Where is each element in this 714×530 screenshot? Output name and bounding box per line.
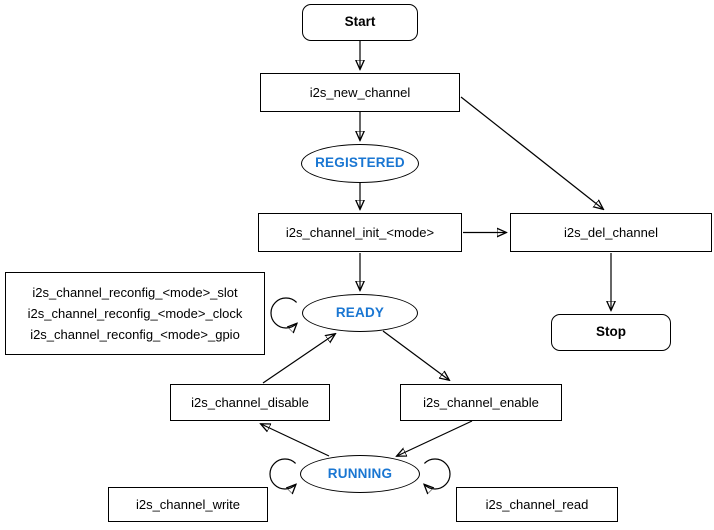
node-state-registered: REGISTERED <box>301 144 419 183</box>
edge-channel-disable-to-ready <box>262 334 335 384</box>
node-stop: Stop <box>551 314 671 351</box>
reconfig-clock-label: i2s_channel_reconfig_<mode>_clock <box>27 305 243 321</box>
node-state-running: RUNNING <box>300 455 420 493</box>
edge-ready-to-channel-enable <box>382 330 449 380</box>
edge-new-channel-to-del-channel <box>460 96 603 209</box>
reconfig-slot-label: i2s_channel_reconfig_<mode>_slot <box>32 284 238 300</box>
node-i2s-channel-write: i2s_channel_write <box>108 487 268 522</box>
node-state-ready: READY <box>302 294 418 332</box>
edge-channel-enable-to-running <box>397 420 473 456</box>
node-i2s-del-channel: i2s_del_channel <box>510 213 712 252</box>
loop-running-read <box>424 458 451 489</box>
node-i2s-channel-enable: i2s_channel_enable <box>400 384 562 421</box>
loop-running-write <box>269 458 296 489</box>
node-i2s-new-channel: i2s_new_channel <box>260 73 460 112</box>
node-i2s-channel-reconfig: i2s_channel_reconfig_<mode>_slot i2s_cha… <box>5 272 265 355</box>
node-i2s-channel-disable: i2s_channel_disable <box>170 384 330 421</box>
reconfig-gpio-label: i2s_channel_reconfig_<mode>_gpio <box>30 327 240 343</box>
node-i2s-channel-init: i2s_channel_init_<mode> <box>258 213 462 252</box>
node-i2s-channel-read: i2s_channel_read <box>456 487 618 522</box>
edge-running-to-channel-disable <box>261 424 330 457</box>
loop-ready-reconfig <box>270 297 297 328</box>
node-start: Start <box>302 4 418 41</box>
